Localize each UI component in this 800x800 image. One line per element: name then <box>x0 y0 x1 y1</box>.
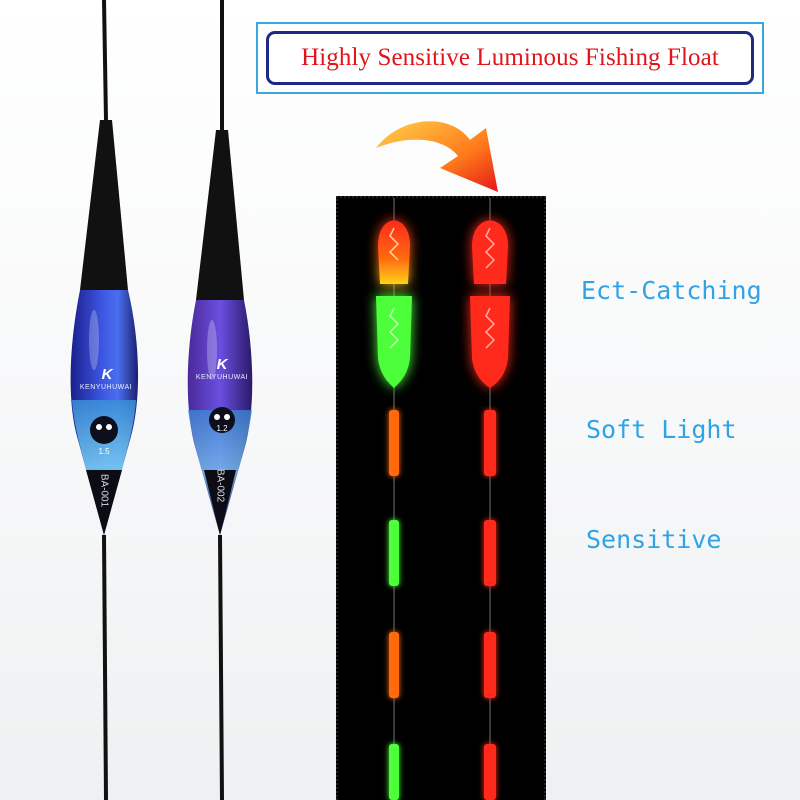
night-glow-illustration <box>376 198 510 800</box>
feature-sensitive: Sensitive <box>586 525 722 554</box>
feature-ect-catching: Ect-Catching <box>581 276 762 305</box>
float-2-size-mark: 1.2 <box>216 424 228 433</box>
title-border: Highly Sensitive Luminous Fishing Float <box>266 31 754 85</box>
float-2-brand: KENYUHUWAI <box>195 374 249 381</box>
feature-soft-light: Soft Light <box>586 415 737 444</box>
float-2-logo-mark: K <box>216 356 228 373</box>
page-title: Highly Sensitive Luminous Fishing Float <box>301 44 719 71</box>
float-1-model: BA-001 <box>98 473 110 508</box>
float-product-photo <box>70 0 253 800</box>
float-1-brand: KENYUHUWAI <box>79 384 133 391</box>
float-2 <box>187 0 253 800</box>
title-banner: Highly Sensitive Luminous Fishing Float <box>256 22 764 94</box>
glow-float-left <box>376 220 412 388</box>
float-1-logo-mark: K <box>101 366 113 383</box>
float-1 <box>70 0 139 800</box>
curved-arrow-icon <box>376 121 498 192</box>
night-glow-panel <box>336 196 546 800</box>
float-1-size-mark: 1.5 <box>98 447 110 456</box>
glow-float-right <box>470 220 510 388</box>
float-2-model: BA-002 <box>214 468 226 503</box>
